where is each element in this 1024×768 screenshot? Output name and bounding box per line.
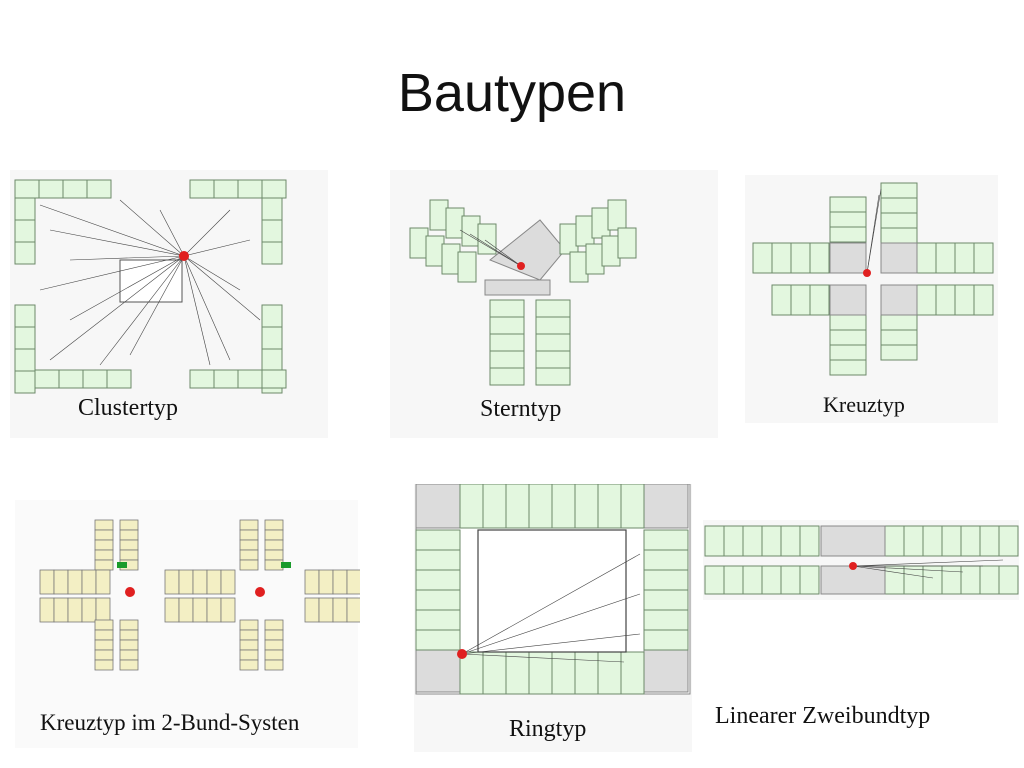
linear-zweibund-diagram: Linearer Zweibundtyp bbox=[703, 520, 1020, 740]
sterntyp-caption: Sterntyp bbox=[480, 396, 562, 422]
kreuztyp-2bund-floorplan bbox=[15, 500, 360, 748]
clustertyp-caption: Clustertyp bbox=[78, 395, 178, 421]
clustertyp-floorplan bbox=[10, 170, 328, 438]
kreuztyp-diagram: Kreuztyp bbox=[745, 175, 1000, 425]
linear-zweibund-caption: Linearer Zweibundtyp bbox=[715, 703, 931, 729]
nurse-station-marker bbox=[255, 587, 265, 597]
ringtyp-diagram: Ringtyp bbox=[414, 484, 694, 754]
sterntyp-floorplan bbox=[390, 170, 718, 438]
kreuztyp-floorplan bbox=[745, 175, 998, 423]
nurse-station-marker bbox=[125, 587, 135, 597]
nurse-station-marker bbox=[849, 562, 857, 570]
nurse-station-marker bbox=[517, 262, 525, 270]
ringtyp-caption: Ringtyp bbox=[509, 716, 587, 742]
sterntyp-diagram: Sterntyp bbox=[390, 170, 720, 440]
nurse-station-marker bbox=[863, 269, 871, 277]
linear-zweibund-floorplan bbox=[703, 520, 1019, 600]
nurse-station-marker bbox=[179, 251, 189, 261]
kreuztyp-caption: Kreuztyp bbox=[823, 392, 905, 417]
kreuztyp-2bund-diagram: Kreuztyp im 2-Bund-Systen bbox=[15, 500, 360, 750]
ringtyp-floorplan bbox=[414, 484, 692, 752]
nurse-station-marker bbox=[457, 649, 467, 659]
clustertyp-diagram: Clustertyp bbox=[10, 170, 330, 440]
slide-title: Bautypen bbox=[397, 63, 627, 123]
kreuztyp-2bund-caption: Kreuztyp im 2-Bund-Systen bbox=[40, 710, 300, 735]
